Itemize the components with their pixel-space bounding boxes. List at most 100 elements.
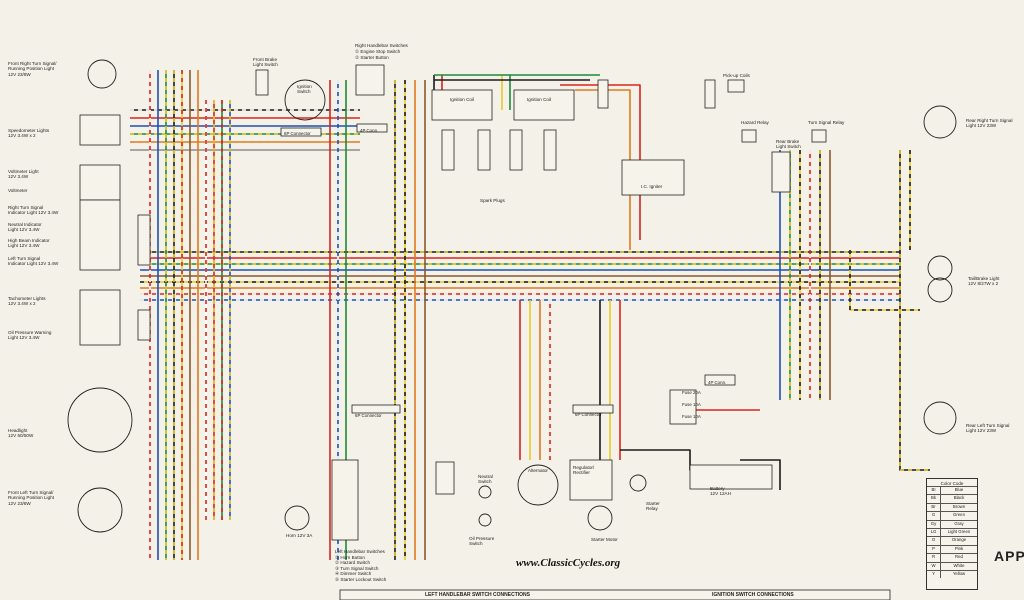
speedometer-lights bbox=[79, 114, 121, 146]
label-fuse-20a: Fuse 20A bbox=[682, 390, 701, 395]
rear-right-turn-light bbox=[923, 105, 957, 139]
label-voltmeter: Voltmeter bbox=[8, 188, 28, 193]
label-starter-motor: Starter Motor bbox=[591, 537, 618, 542]
label-oil-pressure-switch: Oil Pressure Switch bbox=[469, 536, 495, 547]
regulator-rectifier bbox=[569, 459, 613, 501]
label-tachometer: Tachometer Lights 12V 3.4W x 2 bbox=[8, 296, 46, 307]
4p-connector-top bbox=[356, 123, 388, 133]
wire bbox=[575, 89, 631, 250]
front-left-turn-light bbox=[77, 487, 123, 533]
label-engine-stop: ① Engine Stop Switch bbox=[355, 49, 401, 54]
ignition-switch bbox=[284, 79, 326, 121]
battery bbox=[689, 464, 773, 490]
label-ic-igniter: I.C. Igniter bbox=[641, 184, 663, 189]
starter-relay bbox=[629, 474, 647, 492]
headlight bbox=[67, 387, 133, 453]
label-right-turn-indicator: Right Turn Signal Indicator Light 12V 3.… bbox=[8, 205, 59, 216]
spark-plug bbox=[509, 129, 523, 171]
label-spark-plugs: Spark Plugs bbox=[480, 198, 505, 203]
label-pickup-coils: Pick-up Coils bbox=[723, 73, 750, 78]
label-connector-6p-mid: 6P Connector bbox=[355, 413, 382, 418]
label-connector-6p-top: 6P Connector bbox=[284, 131, 311, 136]
label-fuse-10a-2: Fuse 10A bbox=[682, 414, 701, 419]
label-rear-left-turn: Rear Left Turn Signal Light 12V 23W bbox=[966, 423, 1010, 434]
label-fuse-10a-1: Fuse 10A bbox=[682, 402, 701, 407]
label-left-turn-indicator: Left Turn Signal Indicator Light 12V 3.4… bbox=[8, 256, 59, 267]
tail-brake-light-bottom bbox=[927, 277, 953, 303]
label-ignition-coil-2: Ignition Coil bbox=[527, 97, 552, 102]
6p-connector-mid bbox=[351, 404, 401, 414]
indicator-lights bbox=[79, 199, 121, 271]
spark-plug bbox=[441, 129, 455, 171]
label-rear-right-turn: Rear Right Turn Signal Light 12V 23W bbox=[966, 118, 1013, 129]
appendix-heading: APPEND bbox=[994, 548, 1024, 564]
label-oil-pressure-warning: Oil Pressure Warning Light 12V 3.4W bbox=[8, 330, 52, 341]
label-front-right-turn: Front Right Turn Signal/ Running Positio… bbox=[8, 61, 57, 77]
tachometer-lights bbox=[79, 289, 121, 346]
label-lh-items: ① Horn Button ② Hazard Switch ③ Turn Sig… bbox=[335, 555, 387, 582]
4p-connector-right bbox=[704, 374, 736, 386]
label-starter-relay: Starter Relay bbox=[646, 501, 660, 512]
label-left-handlebar: Left Handlebar Switches bbox=[335, 549, 385, 554]
label-ignition-coil-1: Ignition Coil bbox=[450, 97, 475, 102]
label-headlight: Headlight 12V 60/50W bbox=[8, 428, 34, 439]
label-voltmeter-light: Voltmeter Light 12V 3.4W bbox=[8, 169, 39, 180]
horn bbox=[284, 505, 310, 531]
label-tail-brake: Tail/Brake Light 12V 8/27W x 2 bbox=[968, 276, 1000, 287]
label-front-brake: Front Brake Light Switch bbox=[253, 57, 278, 68]
starter-motor bbox=[587, 505, 613, 531]
wire bbox=[849, 250, 920, 311]
oil-pressure-switch bbox=[478, 513, 492, 527]
label-horn: Horn 12V 3A bbox=[286, 533, 313, 538]
4p-connector-left bbox=[137, 309, 151, 341]
label-turn-signal-relay: Turn Signal Relay bbox=[808, 120, 845, 125]
spark-plug bbox=[477, 129, 491, 171]
front-right-turn-light bbox=[87, 59, 117, 89]
4p-connector-coil bbox=[597, 79, 609, 109]
label-connector-4p-top: 4P Conn. bbox=[360, 128, 379, 133]
label-connector-4p-right: 4P Conn. bbox=[708, 380, 727, 385]
6p-connector-left bbox=[137, 214, 151, 266]
6p-connector-right bbox=[572, 404, 614, 414]
rear-brake-switch bbox=[771, 151, 791, 193]
bottom-left-title: LEFT HANDLEBAR SWITCH CONNECTIONS bbox=[425, 592, 530, 598]
turn-signal-relay bbox=[811, 129, 827, 143]
label-hazard-relay: Hazard Relay bbox=[741, 120, 769, 125]
hazard-relay bbox=[741, 129, 757, 143]
wire-stripe bbox=[899, 150, 930, 471]
spark-plug bbox=[543, 129, 557, 171]
left-handlebar-switch-box bbox=[331, 459, 359, 541]
bottom-table bbox=[339, 589, 891, 600]
right-handlebar-switch-box bbox=[355, 64, 385, 96]
wire-stripe bbox=[849, 250, 920, 311]
label-alternator: Alternator bbox=[528, 468, 548, 473]
wire bbox=[740, 459, 781, 490]
fuse-box bbox=[669, 389, 697, 425]
label-rear-brake: Rear Brake Light Switch bbox=[776, 139, 801, 150]
label-starter-button: ② Starter Button bbox=[355, 55, 389, 60]
front-brake-switch bbox=[255, 69, 269, 96]
ic-igniter bbox=[621, 159, 685, 196]
bottom-right-title: IGNITION SWITCH CONNECTIONS bbox=[712, 592, 794, 598]
label-battery: Battery 12V 12AH bbox=[710, 486, 731, 497]
starter-lockout-relay bbox=[435, 461, 455, 495]
voltmeter bbox=[79, 164, 121, 201]
tail-brake-light-top bbox=[927, 255, 953, 281]
4p-connector-pickup bbox=[704, 79, 716, 109]
label-neutral-switch: Neutral Switch bbox=[478, 474, 493, 485]
6p-connector-top bbox=[280, 127, 322, 137]
